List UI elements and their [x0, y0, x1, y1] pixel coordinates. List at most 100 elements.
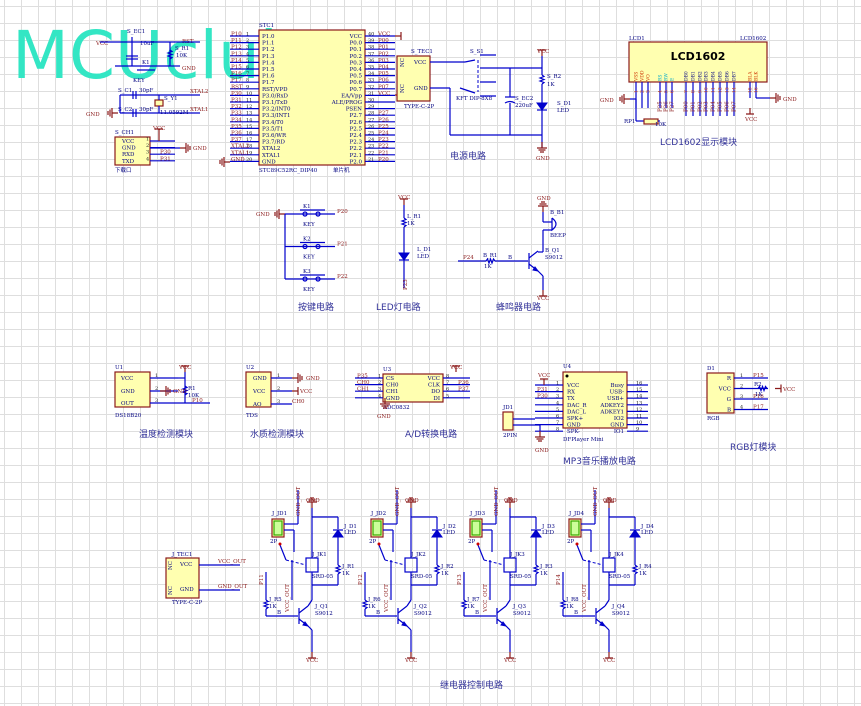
relay-terminal-ref: J_JD2	[370, 511, 386, 517]
mcu-net-left: RST	[231, 84, 243, 90]
mcu-net-right: P07	[378, 84, 389, 90]
mp3-pin-number: 9	[636, 427, 639, 433]
relay-gnd-symbol	[307, 497, 317, 508]
mcu-pin-number: 23	[368, 144, 374, 150]
tds-pin-number: 1	[277, 373, 280, 379]
relay-base-res-ref: J_R6	[367, 597, 381, 603]
relay-base-label: B	[574, 610, 578, 616]
mp3-pin-right: IO2	[614, 416, 624, 422]
mcu-net-left: P32	[231, 104, 242, 110]
adc-pin-number: 6	[446, 387, 449, 393]
relay-conn-pin-vcc: VCC	[179, 562, 192, 568]
temp-vcc-label: VCC	[178, 365, 191, 371]
relay-vcc-symbol	[407, 652, 415, 659]
wire	[505, 625, 511, 631]
relay-base-res-value: 1K	[269, 604, 277, 610]
mcu-net-right: P02	[378, 51, 389, 57]
key-ref: K2	[303, 237, 311, 243]
mcu-net-left: P11	[231, 38, 242, 44]
lcd-pin-name: DB7	[732, 71, 738, 81]
relay-net: P11	[259, 574, 265, 585]
led-diode-ref: L_D1	[417, 247, 431, 253]
rgb-pin-name: B	[727, 408, 731, 414]
key-contact	[315, 243, 321, 250]
adc-pin-number: 7	[446, 380, 449, 386]
mcu-net-left: XTAL2	[231, 144, 249, 150]
lcd-pin-number: 12	[718, 87, 724, 93]
relay-vcc-out-label: VCC_OUT	[384, 584, 390, 613]
adc-pin-number: 8	[446, 374, 449, 380]
lcd-pin-number: 7	[684, 90, 690, 93]
lcd-net: P25	[658, 101, 664, 112]
tds-part: TDS	[246, 413, 258, 419]
buzzer-q-ref: B_Q1	[545, 248, 560, 254]
relay-base-resistor	[361, 599, 369, 610]
mcu-pin-name-right: P0.5	[350, 74, 363, 80]
keys-gnd-label: GND	[256, 212, 270, 218]
relay-gnd-symbol	[505, 497, 515, 508]
relay-gnd-symbol	[406, 497, 416, 508]
key-part: KEY	[303, 255, 315, 261]
mcu-pin-name-right: PSEN	[346, 107, 362, 113]
mcu-pin-number: 13	[246, 111, 252, 117]
relay-vcc-out-net: VCC_OUT	[217, 559, 246, 565]
lcd-gnd-right-label: GND	[783, 97, 797, 103]
relay-led-ref: J_D2	[442, 524, 456, 530]
transistor-leads	[595, 605, 606, 627]
relay-pin-marker	[278, 542, 282, 546]
tds-pin-number: 2	[277, 386, 280, 392]
transistor-arrow	[599, 621, 607, 627]
relay-terminal-part: 2P	[468, 539, 475, 545]
serial-name: 下载口	[115, 166, 132, 174]
tds-gnd-label: GND	[306, 376, 320, 382]
lcd-pin-number: 9	[698, 90, 704, 93]
lcd-net: P04	[711, 101, 717, 112]
relay-conn-type: TYPE-C-2P	[172, 600, 203, 606]
mcu-pin-number: 22	[368, 150, 374, 156]
relay-q-ref: J_Q2	[413, 604, 427, 610]
mcu-net-left: P10	[231, 32, 242, 38]
mcu-desc: 单片机	[333, 166, 350, 174]
lcd-pin-number: 2	[640, 90, 646, 93]
lcd-pin-name: DB0	[684, 71, 690, 81]
wire	[604, 599, 610, 607]
mcu-pin-number: 30	[368, 98, 374, 104]
led-resistor	[400, 217, 408, 228]
rgb-net: P15	[753, 373, 764, 379]
reset-res-value: 10K	[176, 53, 188, 59]
lcd-pin-number: 13	[725, 87, 731, 93]
relay-vcc-label: VCC	[404, 658, 417, 664]
transistor-leads	[528, 250, 539, 272]
mcu-pin-name-left: P1.2	[262, 47, 274, 53]
mp3-speaker-connector	[502, 411, 514, 431]
crystal-c2-value: 30pF	[139, 107, 154, 113]
relay-base-res-ref: J_R5	[268, 597, 282, 603]
rgb-pin-name: VCC	[718, 387, 731, 393]
mp3-pin-left: DAC_R	[567, 403, 587, 409]
mcu-pin-number: 16	[246, 131, 252, 137]
mp3-pin-right: USB+	[607, 396, 624, 402]
key-contact	[315, 276, 321, 282]
tds-pin-number: 3	[277, 399, 280, 405]
reset-cap-value: 10uF	[140, 41, 155, 47]
mp3-pin-number: 3	[556, 394, 559, 400]
adc-pin-right: CLK	[428, 383, 441, 389]
power-nc-2: NC	[400, 84, 406, 93]
serial-pin-name: VCC	[121, 139, 134, 145]
relay-link	[285, 559, 307, 566]
adc-part: ADC0832	[382, 405, 410, 411]
relay-led	[629, 529, 641, 538]
key-contact	[302, 243, 308, 250]
key-net: P21	[337, 242, 348, 248]
title-keys: 按键电路	[298, 301, 334, 313]
relay-base-label: B	[376, 610, 380, 616]
buzzer-vcc-label: VCC	[536, 296, 549, 302]
mp3-ref: U4	[563, 364, 572, 370]
serial-ref: S_CH1	[115, 130, 134, 136]
temp-pin-number: 2	[155, 386, 158, 392]
mcu-net-right: P24	[378, 131, 389, 137]
crystal-value: 11.0592M	[160, 110, 189, 116]
rgb-net: P17	[753, 405, 764, 411]
mp3-net-left: P31	[537, 387, 548, 393]
lcd-pin-name: BLK	[754, 71, 760, 81]
